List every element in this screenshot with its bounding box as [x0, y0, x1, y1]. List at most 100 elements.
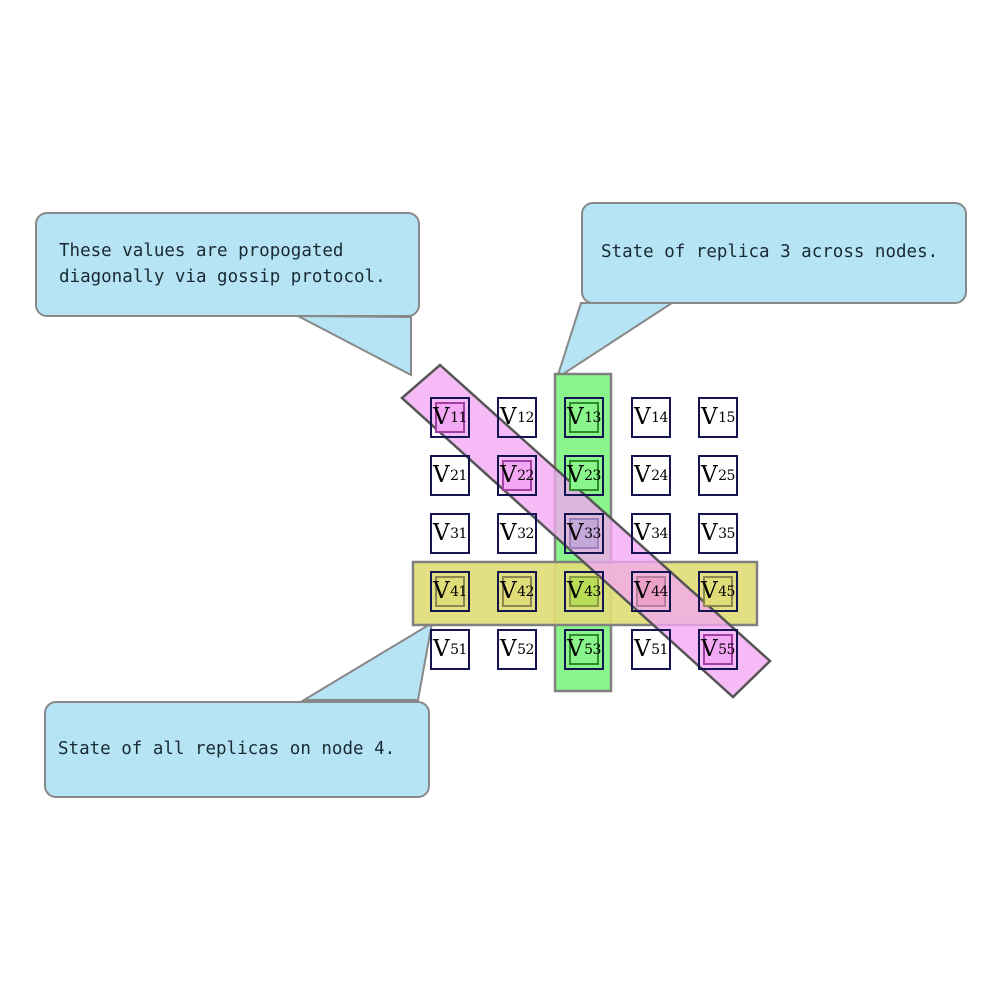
- cell-label-subscript: 32: [517, 525, 534, 542]
- cell-label-subscript: 25: [718, 467, 735, 484]
- cell-label-base: V: [634, 462, 651, 488]
- cell-label-subscript: 23: [584, 467, 601, 484]
- callout-gossip-tail: [297, 315, 412, 377]
- cell-label-subscript: 53: [584, 641, 601, 658]
- cell-label-subscript: 51: [651, 641, 668, 658]
- cell-label-base: V: [701, 404, 718, 430]
- cell-label-base: V: [567, 462, 584, 488]
- cell-label-base: V: [634, 578, 651, 604]
- cell-label-base: V: [500, 404, 517, 430]
- callout-node-4[interactable]: State of all replicas on node 4.: [44, 701, 430, 798]
- cell-label-base: V: [500, 520, 517, 546]
- cell-label-subscript: 55: [718, 641, 735, 658]
- cell-label-base: V: [701, 636, 718, 662]
- cell-label-base: V: [701, 578, 718, 604]
- cell-label-base: V: [634, 404, 651, 430]
- cell-label-base: V: [500, 636, 517, 662]
- callout-gossip-text: These values are propogated diagonally v…: [59, 241, 386, 287]
- cell-label-base: V: [701, 462, 718, 488]
- cell-label-base: V: [433, 636, 450, 662]
- cell-label-subscript: 22: [517, 467, 534, 484]
- cell-label-base: V: [634, 520, 651, 546]
- cell-label-subscript: 44: [651, 583, 668, 600]
- cell-label-subscript: 12: [517, 409, 534, 426]
- cell-label-subscript: 34: [651, 525, 668, 542]
- cell-label-base: V: [567, 636, 584, 662]
- cell-label-subscript: 41: [450, 583, 467, 600]
- cell-label-base: V: [433, 520, 450, 546]
- callout-node4-text: State of all replicas on node 4.: [58, 738, 396, 759]
- cell-label-subscript: 24: [651, 467, 668, 484]
- cell-label-base: V: [634, 636, 651, 662]
- cell-label-subscript: 42: [517, 583, 534, 600]
- cell-label-base: V: [567, 520, 584, 546]
- cell-label-subscript: 14: [651, 409, 668, 426]
- cell-label-subscript: 43: [584, 583, 601, 600]
- callout-replica-3[interactable]: State of replica 3 across nodes.: [581, 202, 967, 304]
- cell-label-base: V: [433, 578, 450, 604]
- cell-label-subscript: 33: [584, 525, 601, 542]
- cell-label-base: V: [567, 404, 584, 430]
- cell-label-subscript: 51: [450, 641, 467, 658]
- callout-replica3-tail: [555, 302, 676, 381]
- cell-label-subscript: 52: [517, 641, 534, 658]
- cell-label-base: V: [433, 462, 450, 488]
- cell-label-subscript: 11: [450, 409, 467, 426]
- callout-gossip-protocol[interactable]: These values are propogated diagonally v…: [35, 212, 420, 317]
- cell-label-base: V: [433, 404, 450, 430]
- callout-node4-tail: [300, 621, 434, 701]
- cell-label-subscript: 31: [450, 525, 467, 542]
